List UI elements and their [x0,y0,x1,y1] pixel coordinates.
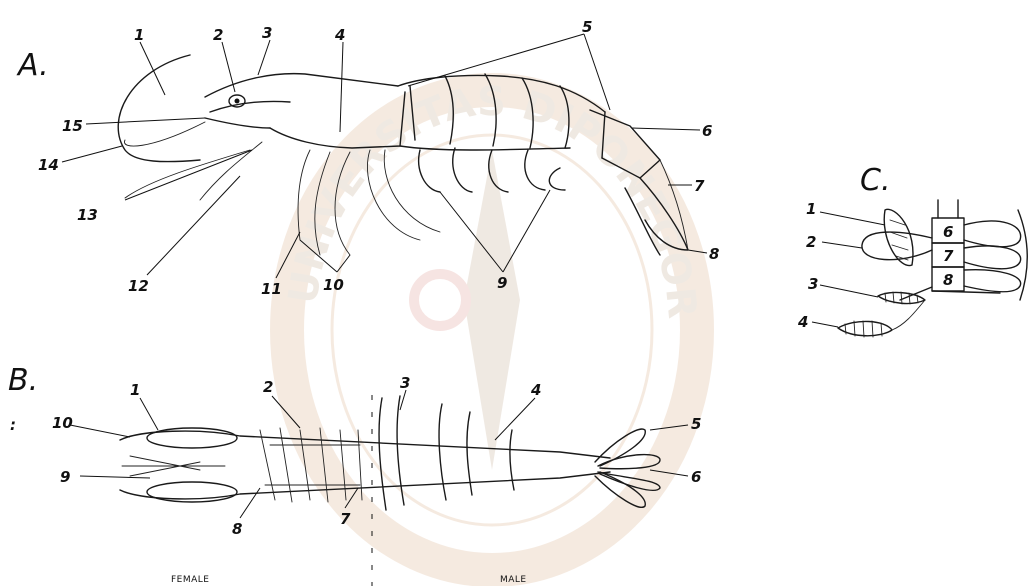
label-a-11: 11 [261,280,282,298]
label-a-12: 12 [128,277,149,295]
label-a-1: 1 [134,26,144,44]
svg-text:UNIVERSITAS DIPONEGORO: UNIVERSITAS DIPONEGORO [0,0,705,320]
label-a-8: 8 [709,245,719,263]
tick-mark: : [10,416,16,434]
panel-a-label: A. [16,48,49,83]
label-c-1: 1 [806,200,816,218]
label-b-8: 8 [232,520,242,538]
segment-label-8: 8 [943,271,953,289]
watermark-seal: UNIVERSITAS DIPONEGORO [0,0,705,570]
label-c-2: 2 [806,233,816,251]
label-a-4: 4 [334,26,345,44]
label-b-9: 9 [60,468,70,486]
label-b-1: 1 [130,381,140,399]
label-a-2: 2 [213,26,223,44]
label-c-4: 4 [797,313,808,331]
label-b-2: 2 [263,378,273,396]
label-b-10: 10 [52,414,73,432]
label-a-13: 13 [77,206,98,224]
label-a-15: 15 [62,117,83,135]
segment-label-6: 6 [943,223,953,241]
label-a-3: 3 [262,24,272,42]
label-a-14: 14 [38,156,59,174]
label-a-10: 10 [323,276,344,294]
label-a-7: 7 [694,177,705,195]
label-c-3: 3 [808,275,818,293]
panel-c-detail: C. 1 2 3 4 6 7 8 [797,163,1027,337]
label-b-5: 5 [691,415,701,433]
label-a-5: 5 [582,18,592,36]
label-b-4: 4 [530,381,541,399]
female-label: FEMALE [171,575,210,585]
label-b-7: 7 [340,510,351,528]
panel-c-label: C. [860,163,890,198]
segment-label-7: 7 [943,247,954,265]
label-a-9: 9 [497,274,507,292]
male-label: MALE [500,575,527,585]
label-b-6: 6 [691,468,701,486]
label-a-6: 6 [702,122,712,140]
label-b-3: 3 [400,374,410,392]
panel-b-label: B. [8,363,38,398]
